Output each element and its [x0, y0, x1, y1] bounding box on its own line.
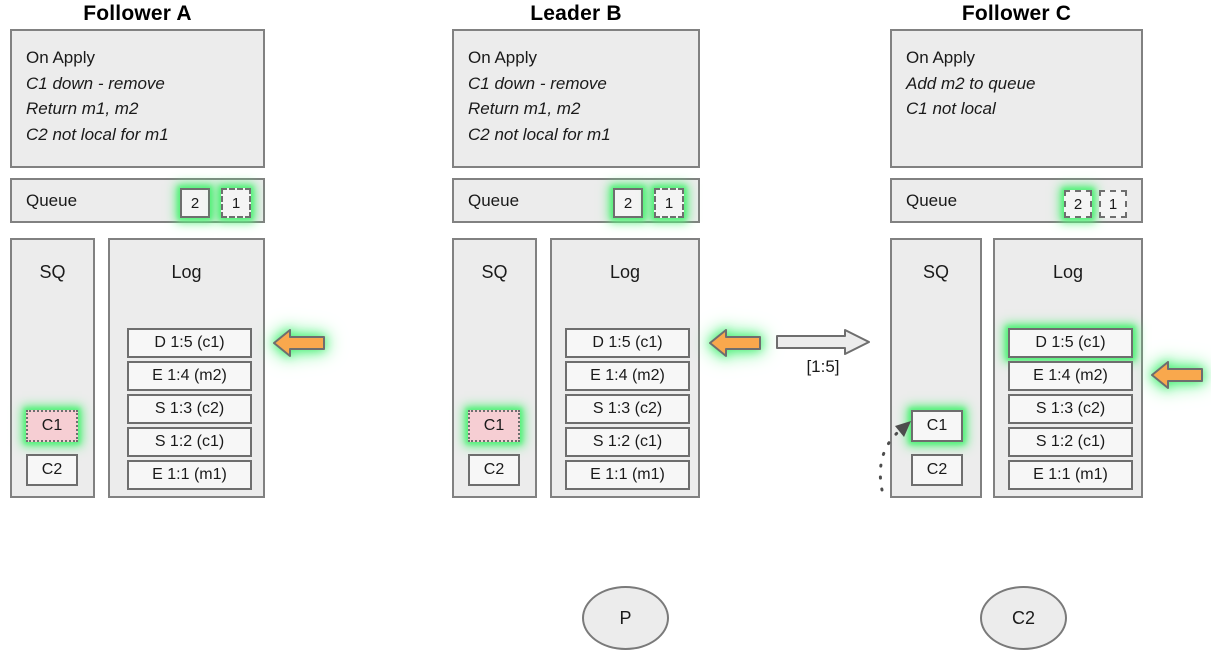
log-entry-4[interactable]: E 1:1 (m1) [565, 460, 690, 490]
log-entry-2[interactable]: S 1:3 (c2) [127, 394, 252, 424]
log-entry-2[interactable]: S 1:3 (c2) [565, 394, 690, 424]
queue-item-0[interactable]: 2 [180, 188, 210, 218]
sq-panel-follower-c: SQ C1 C2 [890, 238, 982, 498]
replication-arrow-label: [1:5] [806, 357, 840, 376]
sq-item-c2[interactable]: C2 [911, 454, 963, 486]
log-entry-3[interactable]: S 1:2 (c1) [1008, 427, 1133, 457]
apply-line-1: Add m2 to queue [906, 73, 1036, 93]
sq-item-c1[interactable]: C1 [26, 410, 78, 442]
log-entry-4[interactable]: E 1:1 (m1) [127, 460, 252, 490]
column-title-follower-c: Follower C [961, 2, 1072, 25]
apply-line-2: C1 not local [906, 99, 996, 118]
log-entry-0[interactable]: D 1:5 (c1) [127, 328, 252, 358]
log-entry-1[interactable]: E 1:4 (m2) [565, 361, 690, 391]
apply-line-3: C2 not local for m1 [26, 124, 169, 144]
apply-line-1: C1 down - remove [26, 73, 165, 93]
log-entry-2[interactable]: S 1:3 (c2) [1008, 394, 1133, 424]
log-entry-1[interactable]: E 1:4 (m2) [127, 361, 252, 391]
queue-panel-leader-b: Queue 2 1 [452, 178, 700, 223]
pointer-arrow-follower-c [1150, 357, 1204, 393]
pointer-arrow-leader-b [708, 325, 762, 361]
log-header: Log [1052, 262, 1084, 282]
apply-line-2: Return m1, m2 [468, 99, 581, 118]
bottom-node-p[interactable]: P [582, 586, 669, 650]
log-entry-4[interactable]: E 1:1 (m1) [1008, 460, 1133, 490]
log-entry-1[interactable]: E 1:4 (m2) [1008, 361, 1133, 391]
bottom-node-c2[interactable]: C2 [980, 586, 1067, 650]
log-header: Log [171, 262, 202, 282]
log-panel-follower-a: Log D 1:5 (c1) E 1:4 (m2) S 1:3 (c2) S 1… [108, 238, 265, 498]
queue-label: Queue [468, 190, 520, 210]
log-panel-leader-b: Log D 1:5 (c1) E 1:4 (m2) S 1:3 (c2) S 1… [550, 238, 700, 498]
replication-arrow [775, 328, 871, 356]
sq-panel-leader-b: SQ C1 C2 [452, 238, 537, 498]
column-title-leader-b: Leader B [530, 2, 622, 25]
sq-header: SQ [922, 262, 949, 282]
apply-heading: On Apply [906, 48, 975, 67]
queue-label: Queue [26, 190, 78, 210]
apply-line-2: Return m1, m2 [26, 99, 139, 118]
sq-header: SQ [39, 262, 66, 282]
apply-box-leader-b: On Apply C1 down - remove Return m1, m2 … [452, 29, 700, 168]
sq-item-c2[interactable]: C2 [468, 454, 520, 486]
queue-item-1[interactable]: 1 [1099, 190, 1127, 218]
queue-label: Queue [906, 190, 958, 210]
queue-panel-follower-c: Queue 2 1 [890, 178, 1143, 223]
apply-heading: On Apply [26, 48, 95, 67]
queue-item-1[interactable]: 1 [221, 188, 251, 218]
sq-panel-follower-a: SQ C1 C2 [10, 238, 95, 498]
log-entry-0[interactable]: D 1:5 (c1) [565, 328, 690, 358]
queue-item-0[interactable]: 2 [613, 188, 643, 218]
log-entry-3[interactable]: S 1:2 (c1) [565, 427, 690, 457]
apply-box-follower-a: On Apply C1 down - remove Return m1, m2 … [10, 29, 265, 168]
queue-item-0[interactable]: 2 [1064, 190, 1092, 218]
sq-item-c1[interactable]: C1 [468, 410, 520, 442]
sq-item-c2[interactable]: C2 [26, 454, 78, 486]
apply-line-1: C1 down - remove [468, 73, 607, 93]
log-entry-3[interactable]: S 1:2 (c1) [127, 427, 252, 457]
apply-heading: On Apply [468, 48, 537, 67]
log-entry-0[interactable]: D 1:5 (c1) [1008, 328, 1133, 358]
log-panel-follower-c: Log D 1:5 (c1) E 1:4 (m2) S 1:3 (c2) S 1… [993, 238, 1143, 498]
sq-item-c1[interactable]: C1 [911, 410, 963, 442]
sq-header: SQ [481, 262, 508, 282]
pointer-arrow-follower-a [272, 325, 326, 361]
queue-item-1[interactable]: 1 [654, 188, 684, 218]
apply-box-follower-c: On Apply Add m2 to queue C1 not local [890, 29, 1143, 168]
queue-panel-follower-a: Queue 2 1 [10, 178, 265, 223]
log-header: Log [609, 262, 641, 282]
dotted-incoming-arrow-follower-c [855, 395, 917, 495]
column-title-follower-a: Follower A [83, 2, 192, 25]
apply-line-3: C2 not local for m1 [468, 124, 611, 144]
